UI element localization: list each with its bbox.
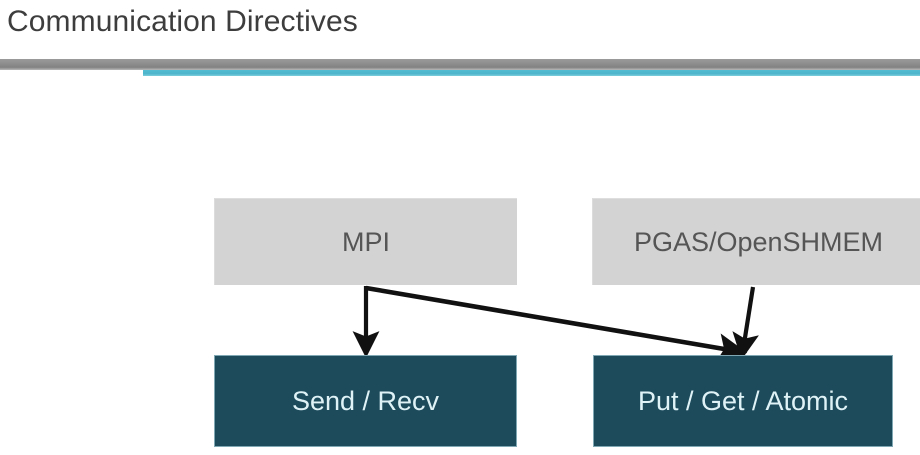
page-title: Communication Directives [7, 5, 358, 38]
node-send-recv[interactable]: Send / Recv [214, 355, 517, 447]
title-divider [0, 59, 920, 77]
node-send-recv-label: Send / Recv [291, 385, 440, 416]
node-pgas-openshmem-label: PGAS/OpenSHMEM [633, 226, 884, 257]
node-pgas-openshmem[interactable]: PGAS/OpenSHMEM [592, 198, 920, 285]
node-put-get-atomic[interactable]: Put / Get / Atomic [593, 355, 893, 447]
node-mpi[interactable]: MPI [214, 198, 517, 285]
arrow-mpi-to-put-get [365, 285, 748, 363]
arrow-pgas-to-put-get [732, 286, 759, 360]
divider-gray-bar [0, 59, 920, 70]
divider-cyan-bar [143, 70, 920, 76]
node-put-get-atomic-label: Put / Get / Atomic [637, 385, 849, 416]
node-mpi-label: MPI [341, 226, 390, 257]
